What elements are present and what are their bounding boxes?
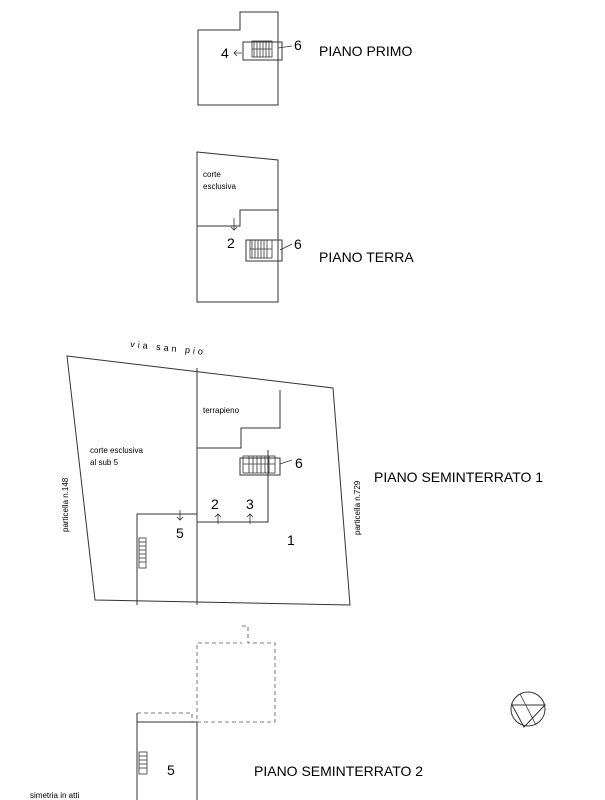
- unit-number-2: 2: [211, 496, 219, 512]
- staircase-icon: [251, 40, 273, 58]
- floor-piano-primo: 4 6 PIANO PRIMO: [197, 11, 412, 106]
- entrance-arrow-icon: [214, 513, 222, 524]
- floor-label-seminterrato-1: PIANO SEMINTERRATO 1: [374, 469, 543, 485]
- entrance-arrow-icon: [176, 510, 184, 521]
- unit-number-3: 3: [246, 496, 254, 512]
- staircase-icon: [249, 239, 273, 259]
- label-al-sub-5: al sub 5: [90, 458, 119, 467]
- label-corte-esclusiva: corte esclusiva: [90, 446, 143, 455]
- label-esclusiva: esclusiva: [203, 182, 236, 191]
- unit-number-6: 6: [294, 236, 302, 252]
- unit-number-5: 5: [167, 762, 175, 778]
- unit-number-6: 6: [294, 37, 302, 53]
- unit-number-4: 4: [221, 45, 229, 61]
- floor-label-primo: PIANO PRIMO: [319, 43, 412, 59]
- unit-number-6: 6: [295, 455, 303, 471]
- unit-number-1: 1: [287, 532, 295, 548]
- floor-piano-terra: corte esclusiva 2 6 PIANO TERRA: [196, 151, 414, 303]
- unit-number-5: 5: [176, 525, 184, 541]
- entrance-arrow-icon: [246, 513, 254, 524]
- unit-number-2: 2: [227, 235, 235, 251]
- entrance-arrow-icon: [230, 218, 238, 231]
- staircase-icon: [138, 537, 147, 569]
- staircase-icon: [242, 455, 276, 474]
- street-label: via san pio: [130, 339, 207, 357]
- entrance-arrow-icon: [233, 49, 242, 57]
- label-terrapieno: terrapieno: [203, 406, 240, 415]
- floor-piano-seminterrato-2: 5 PIANO SEMINTERRATO 2: [136, 625, 423, 800]
- footer-note: simetria in atti: [30, 791, 80, 800]
- parcel-label-729: particella n.729: [353, 480, 362, 535]
- floor-label-terra: PIANO TERRA: [319, 249, 414, 265]
- floor-label-seminterrato-2: PIANO SEMINTERRATO 2: [254, 763, 423, 779]
- floor-piano-seminterrato-1: via san pio terrapieno corte esclusiva a…: [61, 339, 543, 606]
- label-corte: corte: [203, 170, 221, 179]
- staircase-icon: [138, 751, 148, 775]
- parcel-label-148: particella n.148: [61, 477, 70, 532]
- north-arrow-icon: [510, 691, 547, 728]
